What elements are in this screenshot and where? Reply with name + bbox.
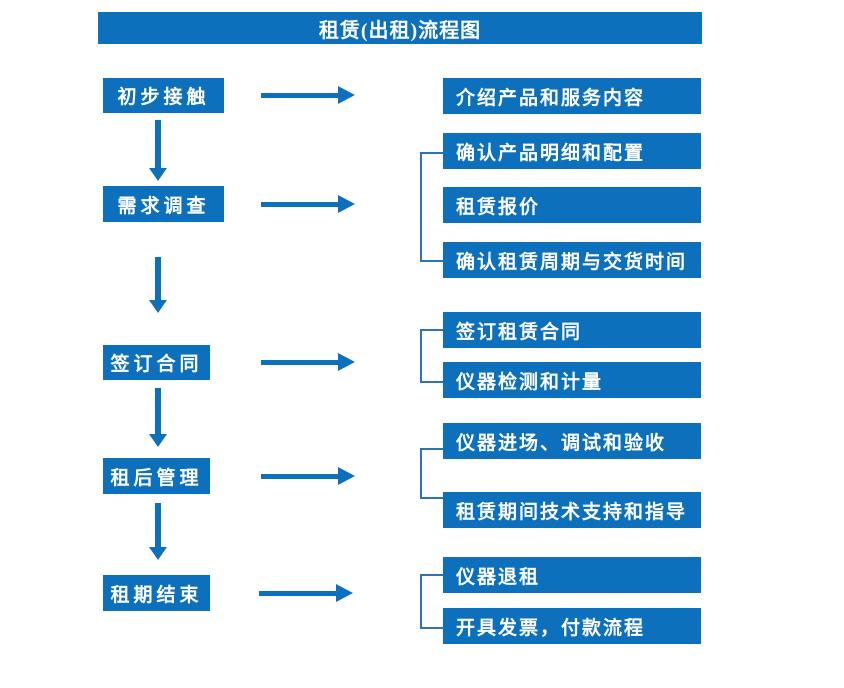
detail-box-instrument-inspection-calibration: 仪器检测和计量 — [443, 362, 701, 398]
flowchart-title: 租赁(出租)流程图 — [98, 12, 702, 44]
down-arrow-icon — [149, 257, 167, 313]
right-arrow-icon — [261, 353, 355, 371]
right-arrow-icon — [259, 584, 353, 602]
detail-box-instrument-entry-debug-acceptance: 仪器进场、调试和验收 — [443, 423, 701, 459]
stage-box-initial-contact: 初步接触 — [103, 78, 224, 113]
detail-box-confirm-product-config: 确认产品明细和配置 — [443, 133, 701, 169]
group-bracket — [420, 448, 444, 499]
detail-box-instrument-return: 仪器退租 — [443, 557, 701, 593]
down-arrow-icon — [149, 388, 167, 447]
detail-box-rental-quotation: 租赁报价 — [443, 187, 701, 223]
group-bracket — [420, 574, 444, 629]
right-arrow-icon — [261, 467, 355, 485]
down-arrow-icon — [149, 120, 167, 181]
stage-box-post-rental-management: 租后管理 — [103, 458, 210, 494]
down-arrow-icon — [149, 503, 167, 560]
stage-box-rental-end: 租期结束 — [103, 575, 210, 611]
right-arrow-icon — [261, 195, 355, 213]
stage-box-sign-contract: 签订合同 — [103, 345, 210, 380]
detail-box-confirm-rental-period-delivery: 确认租赁周期与交货时间 — [443, 242, 701, 278]
detail-box-rental-technical-support: 租赁期间技术支持和指导 — [443, 492, 701, 528]
detail-box-invoice-payment-process: 开具发票，付款流程 — [443, 608, 701, 644]
group-bracket — [420, 329, 444, 383]
detail-box-sign-rental-contract: 签订租赁合同 — [443, 312, 701, 348]
detail-box-introduce-products-services: 介绍产品和服务内容 — [443, 78, 701, 114]
stage-box-demand-survey: 需求调查 — [103, 186, 224, 222]
right-arrow-icon — [261, 86, 355, 104]
group-bracket — [420, 152, 444, 262]
